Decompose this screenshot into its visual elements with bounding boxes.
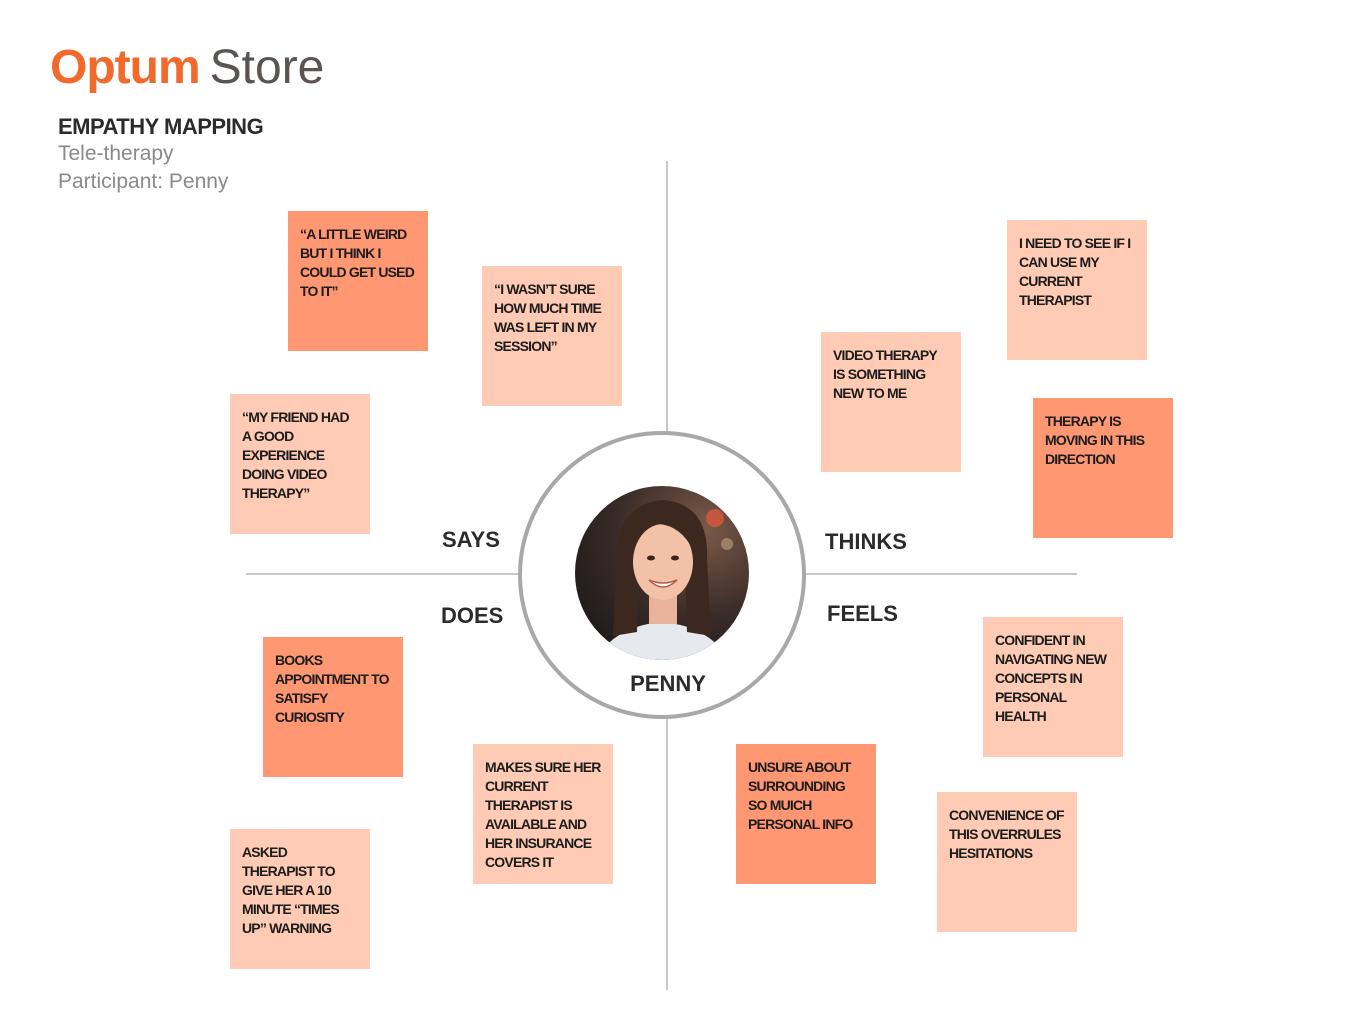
sticky-note-feels-1: CONFIDENT IN NAVIGATING NEW CONCEPTS IN … <box>983 617 1123 757</box>
sticky-note-does-1: BOOKS APPOINTMENT TO SATISFY CURIOSITY <box>263 637 403 777</box>
logo-brand: Optum <box>50 41 201 94</box>
avatar <box>575 486 749 660</box>
sticky-note-says-1: “A LITTLE WEIRD BUT I THINK I COULD GET … <box>288 211 428 351</box>
participant-label: Participant: Penny <box>58 170 229 193</box>
axis-vertical-bottom <box>666 715 668 990</box>
sticky-note-feels-2: UNSURE ABOUT SURROUNDING SO MUICH PERSON… <box>736 744 876 884</box>
sticky-note-thinks-1: I NEED TO SEE IF I CAN USE MY CURRENT TH… <box>1007 220 1147 360</box>
axis-vertical-top <box>666 161 668 433</box>
axis-horizontal-left <box>246 573 518 575</box>
logo-product: Store <box>209 41 325 94</box>
sticky-note-does-3: ASKED THERAPIST TO GIVE HER A 10 MINUTE … <box>230 829 370 969</box>
sticky-note-says-3: “MY FRIEND HAD A GOOD EXPERIENCE DOING V… <box>230 394 370 534</box>
sticky-note-does-2: MAKES SURE HER CURRENT THERAPIST IS AVAI… <box>473 744 613 884</box>
persona-photo <box>575 486 749 660</box>
sticky-note-thinks-2: VIDEO THERAPY IS SOMETHING NEW TO ME <box>821 332 961 472</box>
sticky-note-thinks-3: THERAPY IS MOVING IN THIS DIRECTION <box>1033 398 1173 538</box>
sticky-note-feels-3: CONVENIENCE OF THIS OVERRULES HESITATION… <box>937 792 1077 932</box>
page-title: EMPATHY MAPPING <box>58 114 264 139</box>
quadrant-label-says: SAYS <box>442 527 500 552</box>
quadrant-label-thinks: THINKS <box>825 529 907 554</box>
quadrant-label-feels: FEELS <box>827 601 898 626</box>
persona-name: PENNY <box>630 671 706 696</box>
sticky-note-says-2: “I WASN’T SURE HOW MUCH TIME WAS LEFT IN… <box>482 266 622 406</box>
axis-horizontal-right <box>806 573 1077 575</box>
page-subtitle: Tele-therapy <box>58 142 174 165</box>
quadrant-label-does: DOES <box>441 603 504 628</box>
